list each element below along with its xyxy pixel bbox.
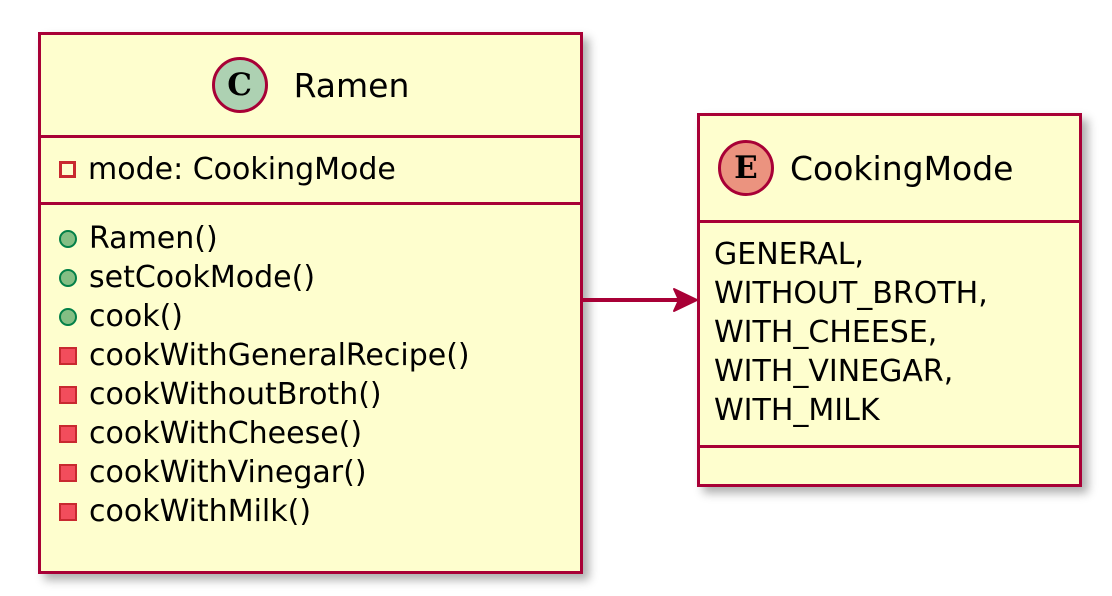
private-field-icon (59, 161, 76, 178)
method-row[interactable]: cookWithoutBroth() (59, 375, 580, 414)
method-label: cookWithGeneralRecipe() (89, 337, 470, 373)
private-method-icon (59, 502, 77, 521)
enum-stereotype-letter: E (734, 149, 758, 186)
method-label: cook() (89, 298, 183, 334)
method-label: cookWithoutBroth() (89, 376, 382, 412)
enum-methods-compartment (700, 448, 1079, 474)
enum-name-cookingmode: CookingMode (790, 148, 1014, 188)
enum-literal[interactable]: WITH_VINEGAR, (714, 354, 954, 389)
enum-literal[interactable]: GENERAL, (714, 237, 864, 272)
method-label: cookWithCheese() (89, 415, 363, 451)
class-stereotype-letter: C (227, 66, 252, 103)
method-row[interactable]: Ramen() (59, 219, 580, 258)
method-row[interactable]: cook() (59, 297, 580, 336)
method-row[interactable]: cookWithGeneralRecipe() (59, 336, 580, 375)
enum-literal[interactable]: WITH_MILK (714, 393, 880, 428)
method-row[interactable]: setCookMode() (59, 258, 580, 297)
field-row[interactable]: mode: CookingMode (59, 150, 580, 189)
class-fields-divider (41, 202, 580, 205)
public-method-icon (59, 268, 77, 287)
method-label: cookWithVinegar() (89, 454, 367, 490)
method-row[interactable]: cookWithCheese() (59, 414, 580, 453)
class-methods-compartment: Ramen() setCookMode() cook() cookWithGen… (41, 205, 580, 531)
class-header-ramen: C Ramen (41, 35, 580, 135)
private-method-icon (59, 424, 77, 443)
enum-header-cookingmode: E CookingMode (700, 116, 1079, 220)
enum-node-cookingmode[interactable]: E CookingMode GENERAL, WITHOUT_BROTH, WI… (697, 113, 1082, 487)
public-method-icon (59, 307, 77, 326)
enum-literal[interactable]: WITHOUT_BROTH, (714, 276, 988, 311)
enum-header-divider (700, 220, 1079, 223)
method-label: Ramen() (89, 220, 218, 256)
private-method-icon (59, 463, 77, 482)
association-arrow-ramen-to-cookingmode (580, 288, 698, 312)
method-row[interactable]: cookWithMilk() (59, 492, 580, 531)
method-label: cookWithMilk() (89, 493, 312, 529)
class-node-ramen[interactable]: C Ramen mode: CookingMode Ramen() setCoo… (38, 32, 583, 574)
class-header-divider (41, 135, 580, 138)
enum-literals-divider (700, 445, 1079, 448)
class-stereotype-icon: C (211, 57, 268, 113)
private-method-icon (59, 346, 77, 365)
class-name-ramen: Ramen (293, 65, 410, 105)
private-method-icon (59, 385, 77, 404)
field-label: mode: CookingMode (88, 151, 396, 187)
association-arrowhead (673, 288, 698, 312)
enum-literals-compartment: GENERAL, WITHOUT_BROTH, WITH_CHEESE, WIT… (700, 223, 1079, 445)
method-row[interactable]: cookWithVinegar() (59, 453, 580, 492)
method-label: setCookMode() (89, 259, 316, 295)
class-fields-compartment: mode: CookingMode (41, 138, 580, 202)
enum-literal[interactable]: WITH_CHEESE, (714, 315, 938, 350)
enum-stereotype-icon: E (718, 140, 774, 196)
public-method-icon (59, 229, 77, 248)
